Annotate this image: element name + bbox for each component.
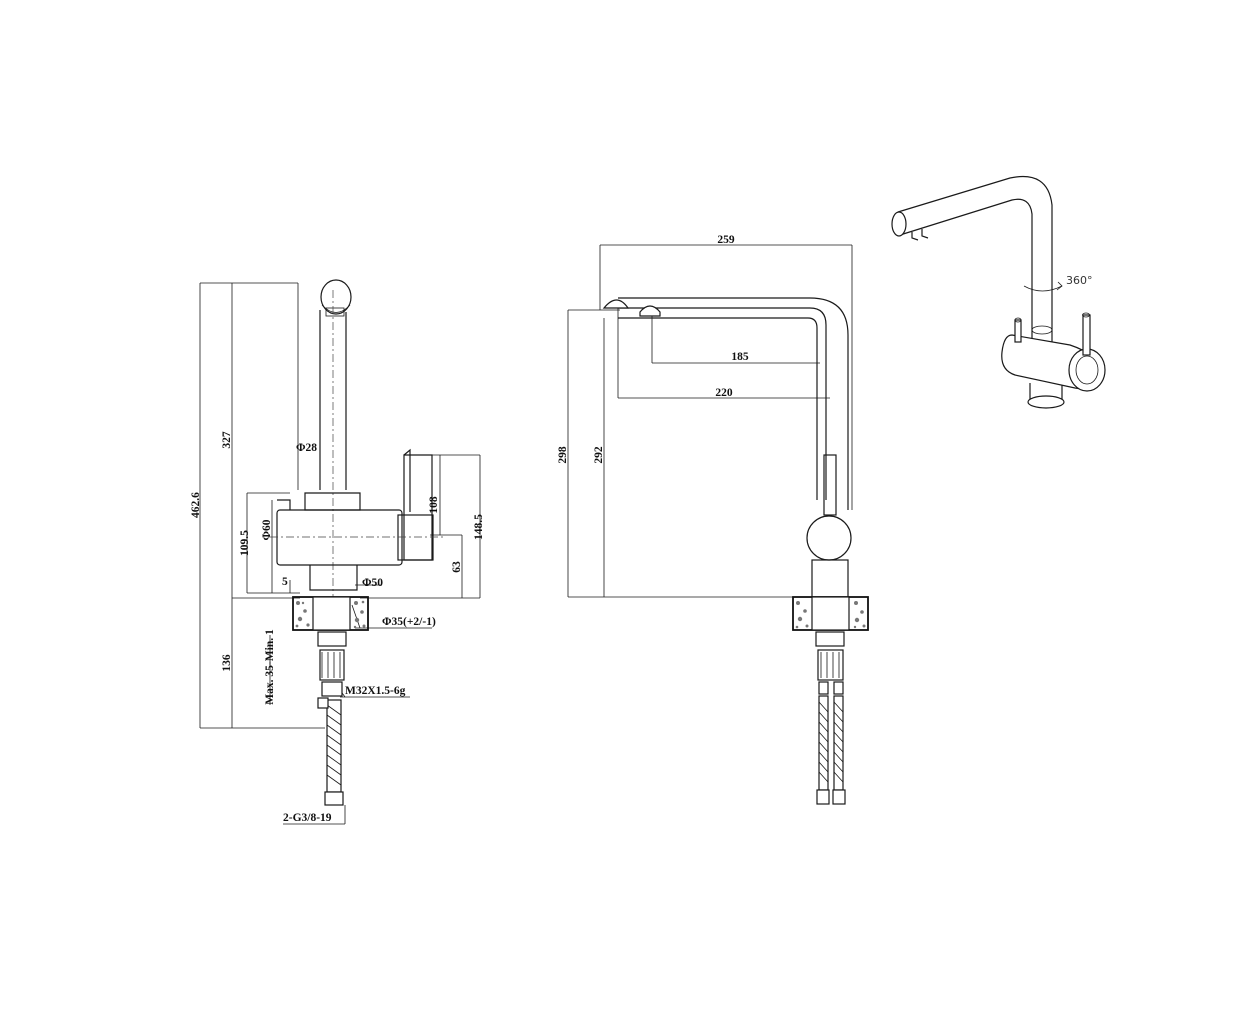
side-view: 462.6 327 Φ28 108 Φ60 109.5 148.5 63 Φ50… — [190, 279, 485, 825]
rotation-label: 360° — [1066, 274, 1093, 287]
dim-hose-thread: 2-G3/8-19 — [283, 812, 332, 824]
dim-thread: M32X1.5-6g — [345, 685, 406, 697]
side-view-hose — [317, 697, 344, 806]
side-view-counter-mount — [292, 596, 369, 697]
dim-base-gap: 5 — [282, 576, 288, 588]
dim-height-298: 298 — [557, 446, 569, 464]
dim-below-counter: 136 — [221, 654, 233, 672]
dim-lever-height: 148.5 — [473, 514, 485, 540]
front-view-dimension-lines — [567, 244, 853, 598]
front-view-hoses — [816, 695, 846, 805]
dim-counter-thickness: Max. 35-Min. 1 — [264, 629, 276, 705]
dim-body-height: 109.5 — [239, 530, 251, 556]
front-view: 259 185 220 298 292 — [557, 234, 869, 805]
dim-height-292: 292 — [593, 446, 605, 464]
perspective-view: 360° — [891, 175, 1106, 409]
front-view-body — [806, 454, 852, 598]
dim-lever-offset: 63 — [451, 561, 463, 573]
dim-spout-diameter: Φ28 — [296, 442, 317, 454]
front-view-dimension-text: 259 185 220 298 292 — [557, 234, 749, 464]
side-view-dimension-lines — [199, 282, 481, 825]
side-view-body — [270, 448, 445, 591]
dim-spout-height: 327 — [221, 431, 233, 449]
front-view-counter-mount — [792, 596, 869, 695]
dim-reach-185: 185 — [731, 351, 749, 363]
dim-handle-height: 108 — [428, 496, 440, 514]
front-view-spout — [602, 297, 849, 510]
dim-hole-diameter: Φ35(+2/-1) — [382, 616, 436, 628]
dim-body-diameter: Φ60 — [261, 519, 273, 540]
dim-reach-220: 220 — [715, 387, 733, 399]
dim-overall-height: 462.6 — [190, 492, 202, 518]
dim-overall-reach: 259 — [717, 234, 735, 246]
side-view-spout — [319, 279, 352, 600]
dim-base-diameter: Φ50 — [362, 577, 383, 589]
side-view-dimension-text: 462.6 327 Φ28 108 Φ60 109.5 148.5 63 Φ50… — [190, 431, 485, 824]
